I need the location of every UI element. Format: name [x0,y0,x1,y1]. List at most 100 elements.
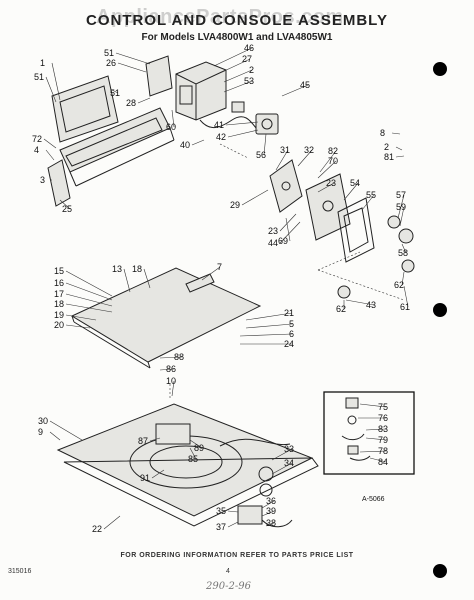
callout-leader [401,271,405,286]
callout-label: 35 [216,506,226,516]
callout-leader [117,62,147,73]
callout-leader [359,403,387,408]
callout-label: 23 [268,226,278,236]
binder-hole-marker [433,564,447,578]
callout-label: 26 [106,58,116,68]
callout-leader [317,160,337,179]
callout-label: 41 [214,120,224,130]
callout-leader [191,139,205,146]
callout-label: 51 [34,72,44,82]
console-end-cap [47,159,71,207]
callout-label: 79 [378,435,388,445]
callout-label: 54 [350,178,360,188]
callout-leader [159,356,183,359]
mounting-plate [145,55,173,97]
control-plate [305,173,351,241]
callout-label: 75 [378,402,388,412]
callout-label: 21 [284,308,294,318]
callout-label: 18 [132,264,142,274]
callout-label: 36 [266,496,276,506]
callout-label: 2 [249,65,254,75]
callout-leader [223,80,253,93]
callout-label: 53 [244,76,254,86]
ordering-note: FOR ORDERING INFORMATION REFER TO PARTS … [120,552,354,559]
callout-leader [49,420,83,441]
callout-label: 43 [366,300,376,310]
watermark: AppliancePartsPros.com [96,6,344,28]
callout-leader [227,510,239,513]
callout-leader [401,243,407,254]
wire-harness [199,101,257,129]
callout-label: 3 [40,175,45,185]
callout-leader [271,448,293,461]
callout-leader [261,500,275,509]
callout-leader [65,293,113,307]
callout-label: 2 [384,142,389,152]
callout-leader [239,333,293,337]
callout-leader [345,299,375,306]
callout-leader [365,428,387,431]
selector-knobs [337,215,415,299]
callout-label: 60 [166,122,176,132]
callout-label: 55 [366,190,376,200]
inset-box [323,391,415,475]
callout-label: 1 [40,58,45,68]
binder-hole-marker [433,62,447,76]
callout-leader [189,447,197,460]
callout-leader [279,213,297,232]
callout-label: 51 [104,48,114,58]
callout-leader [245,312,293,321]
callout-label: 44 [268,238,278,248]
callout-leader [111,89,119,94]
callout-leader [103,515,121,530]
callout-leader [261,510,275,517]
callout-label: 45 [300,80,310,90]
callout-leader [403,285,409,308]
callout-leader [115,52,151,65]
timer-housing [175,61,227,121]
callout-label: 34 [284,458,294,468]
handwritten-stamp: 290-2-96 [206,581,251,592]
callout-label: 5 [289,319,294,329]
callout-label: 56 [256,150,266,160]
callout-leader [189,439,203,449]
callout-leader [245,323,293,329]
callout-leader [297,149,313,167]
callout-leader [221,58,251,73]
callout-label: 37 [216,522,226,532]
callout-leader [137,97,151,104]
callout-label: 7 [217,262,222,272]
callout-leader [149,437,161,442]
callout-label: 59 [396,202,406,212]
callout-leader [223,69,253,83]
cabinet-top [56,403,319,527]
callout-label: 27 [242,54,252,64]
callout-label: 40 [180,140,190,150]
callout-label: 20 [54,320,64,330]
callout-label: 6 [289,329,294,339]
callout-leader [65,303,113,313]
callout-leader [391,132,401,135]
callout-label: 32 [304,145,314,155]
callout-leader [343,182,359,201]
callout-label: 58 [398,248,408,258]
callout-label: 78 [378,446,388,456]
callout-leader [123,268,131,293]
callout-leader [285,217,291,242]
console-back-panel [51,75,119,143]
top-cover [70,267,262,369]
callout-label: 62 [336,304,346,314]
callout-label: 17 [54,289,64,299]
callout-leader [171,109,175,128]
callout-label: 19 [54,310,64,320]
timer-motor [255,113,279,135]
callout-leader [241,189,269,206]
callout-leader [263,133,267,156]
callout-leader [399,206,405,227]
callout-leader [319,150,337,173]
selector-frame [337,197,375,263]
callout-label: 72 [32,134,42,144]
callout-leader [395,146,403,151]
callout-leader [395,155,405,158]
